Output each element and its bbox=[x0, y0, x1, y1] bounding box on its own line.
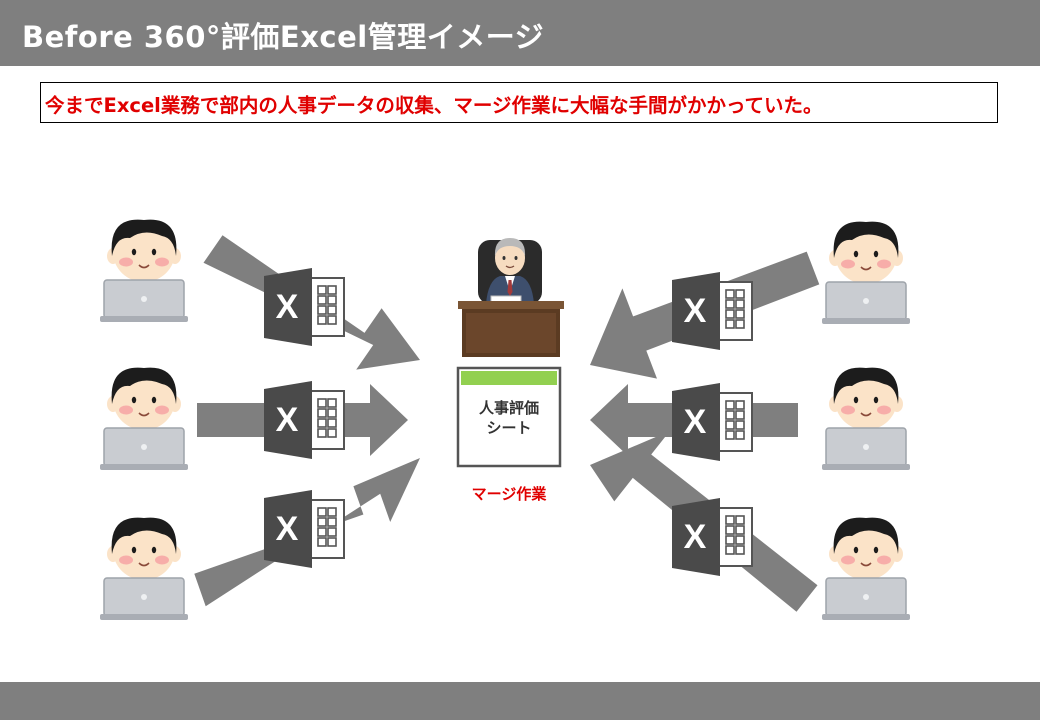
arrow-bottom-left bbox=[194, 458, 420, 607]
manager-icon bbox=[458, 238, 564, 357]
employee-icon bbox=[99, 218, 189, 323]
employee-icon bbox=[821, 220, 911, 325]
headline-text: 今までExcel業務で部内の人事データの収集、マージ作業に大幅な手間がかかってい… bbox=[45, 94, 823, 117]
sheet-title-line2: シート bbox=[486, 419, 532, 437]
excel-icon bbox=[671, 382, 753, 462]
employee-icon bbox=[821, 366, 911, 471]
headline-box: 今までExcel業務で部内の人事データの収集、マージ作業に大幅な手間がかかってい… bbox=[40, 82, 998, 123]
title-bar: Before 360°評価Excel管理イメージ bbox=[0, 0, 1040, 66]
sheet-label: 人事評価 シート bbox=[458, 398, 560, 438]
excel-icon bbox=[671, 271, 753, 351]
merge-caption: マージ作業 bbox=[471, 485, 547, 503]
employee-icon bbox=[99, 366, 189, 471]
page-title: Before 360°評価Excel管理イメージ bbox=[22, 20, 545, 54]
excel-icon bbox=[263, 489, 345, 569]
excel-icon bbox=[263, 380, 345, 460]
sheet-title-line1: 人事評価 bbox=[478, 399, 539, 417]
employee-icon bbox=[821, 516, 911, 621]
footer-bar bbox=[0, 682, 1040, 720]
employee-icon bbox=[99, 516, 189, 621]
hr-sheet bbox=[456, 366, 562, 468]
excel-icon bbox=[263, 267, 345, 347]
excel-icon bbox=[671, 497, 753, 577]
